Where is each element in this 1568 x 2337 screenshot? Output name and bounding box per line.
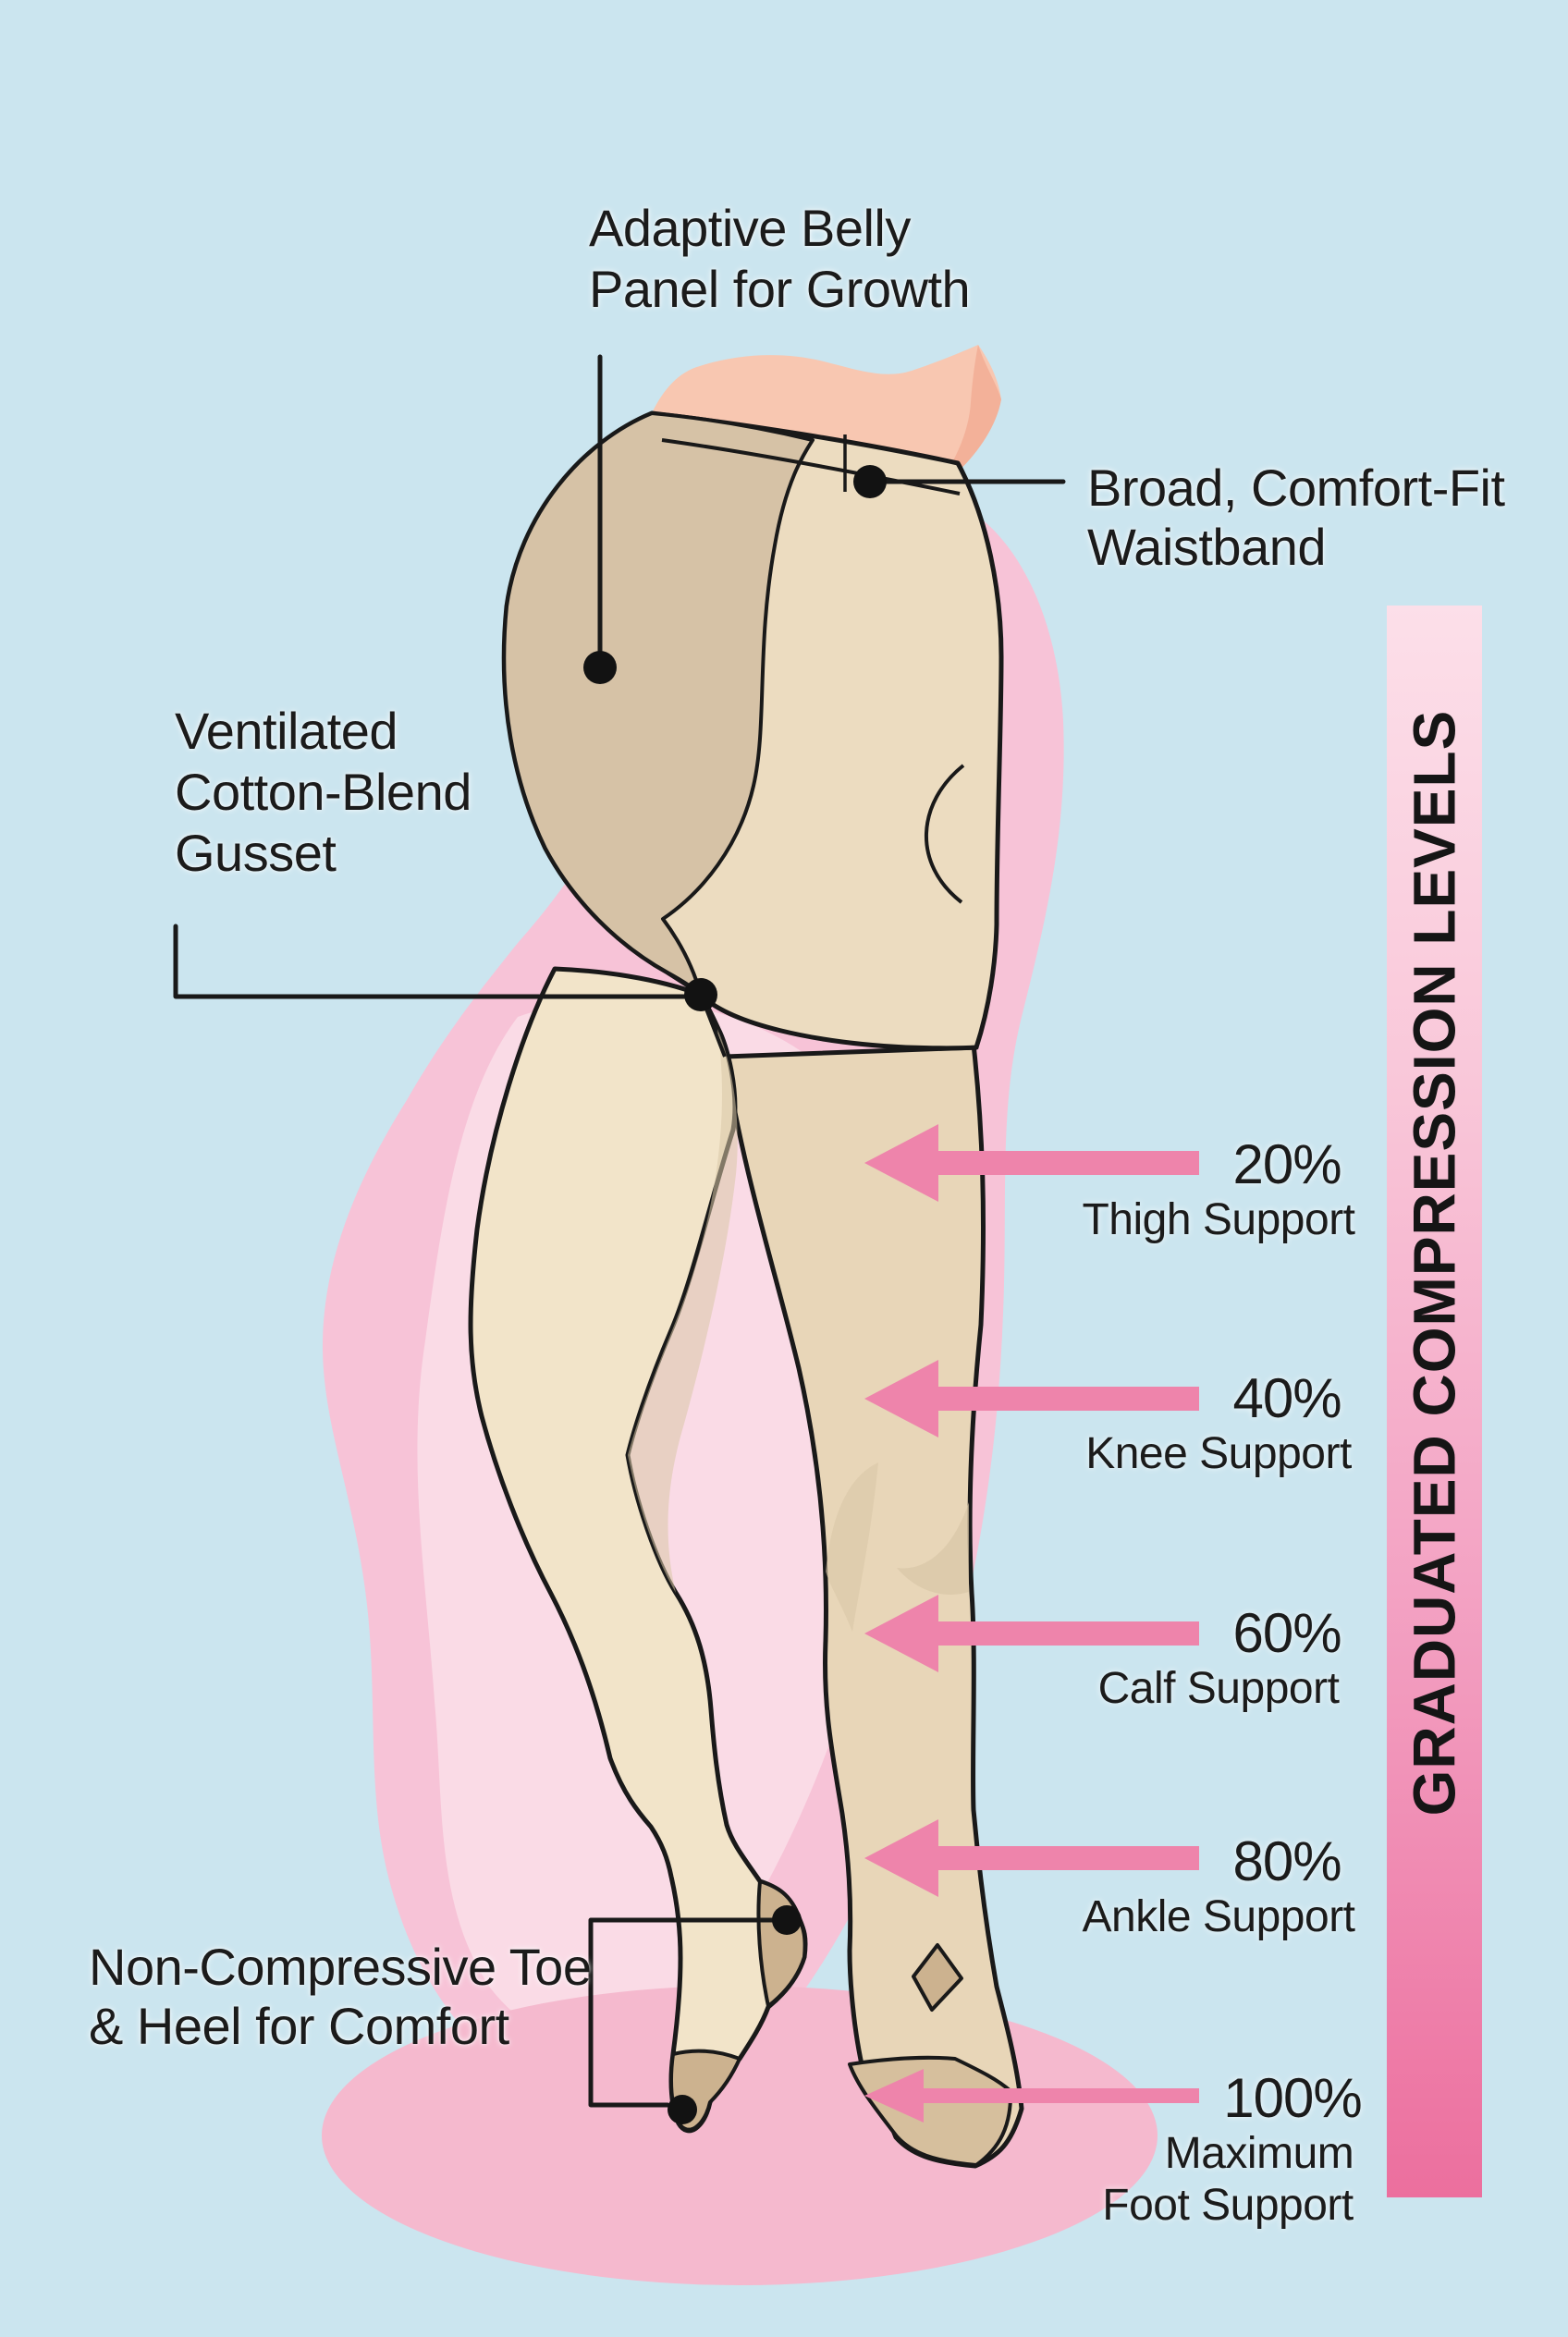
- back-leg-shade: [826, 1462, 878, 1632]
- arrow-thigh-20: [864, 1124, 1199, 1202]
- compression-level-foot: 100% Maximum Foot Support: [1054, 2069, 1383, 2232]
- waistband-inner-line: [661, 438, 961, 496]
- gusset-marker-dot: [684, 978, 717, 1011]
- label-adaptive-belly-panel: Adaptive Belly Panel for Growth: [589, 198, 971, 320]
- compression-percent: 80%: [1232, 1830, 1341, 1892]
- compression-percent: 60%: [1232, 1602, 1341, 1664]
- label-non-compressive-toe-heel: Non-Compressive Toe & Heel for Comfort: [89, 1938, 592, 2056]
- compression-zone: Calf Support: [1097, 1664, 1340, 1713]
- label-line: Cotton-Blend: [175, 763, 472, 821]
- label-line: & Heel for Comfort: [89, 1997, 509, 2055]
- arrow-ankle-80: [864, 1819, 1199, 1897]
- label-line: Ventilated: [175, 702, 398, 760]
- label-line: Gusset: [175, 824, 337, 882]
- compression-level-calf: 60% Calf Support: [1054, 1604, 1383, 1715]
- compression-level-ankle: 80% Ankle Support: [1054, 1832, 1383, 1943]
- label-line: Panel for Growth: [589, 260, 971, 318]
- compression-zone: Maximum: [1164, 2129, 1354, 2178]
- back-heel-patch: [912, 1943, 963, 2012]
- compression-bar: [1387, 606, 1482, 2197]
- compression-zone: Ankle Support: [1082, 1892, 1355, 1941]
- label-line: Broad, Comfort-Fit: [1087, 459, 1505, 517]
- leader-lines: [173, 354, 1066, 2108]
- front-leg-shade: [628, 1029, 738, 1593]
- label-line: Non-Compressive Toe: [89, 1938, 592, 1996]
- compression-level-thigh: 20% Thigh Support: [1054, 1135, 1383, 1246]
- label-line: Adaptive Belly: [589, 199, 911, 257]
- compression-percent: 40%: [1232, 1367, 1341, 1429]
- heel-marker-dot: [772, 1905, 802, 1935]
- compression-zone: Knee Support: [1085, 1429, 1352, 1478]
- waistband-marker-dot: [853, 465, 887, 498]
- compression-level-knee: 40% Knee Support: [1054, 1369, 1383, 1480]
- front-leg: [468, 966, 808, 2134]
- torso-skin-shade: [934, 345, 1001, 491]
- compression-arrows: [864, 1124, 1199, 2123]
- arrow-foot-100: [864, 2069, 1199, 2123]
- gusset-leader-line: [173, 924, 689, 999]
- label-cotton-blend-gusset: Ventilated Cotton-Blend Gusset: [175, 701, 472, 884]
- belly-marker-dot: [583, 651, 617, 684]
- label-comfort-fit-waistband: Broad, Comfort-Fit Waistband: [1087, 459, 1505, 577]
- toe-marker-dot: [668, 2095, 697, 2124]
- compression-percent: 100%: [1223, 2067, 1362, 2129]
- compression-zone: Thigh Support: [1082, 1195, 1355, 1244]
- marker-dots: [583, 465, 887, 2124]
- compression-percent: 20%: [1232, 1133, 1341, 1195]
- belly-panel: [502, 411, 815, 997]
- back-knee-shade: [897, 1502, 969, 1595]
- arrow-knee-40: [864, 1360, 1199, 1438]
- hip-pocket-curve: [924, 764, 965, 904]
- toe-heel-bracket: [588, 1917, 778, 2108]
- compression-zone: Foot Support: [1102, 2181, 1354, 2230]
- arrow-calf-60: [864, 1595, 1199, 1672]
- label-line: Waistband: [1087, 518, 1326, 576]
